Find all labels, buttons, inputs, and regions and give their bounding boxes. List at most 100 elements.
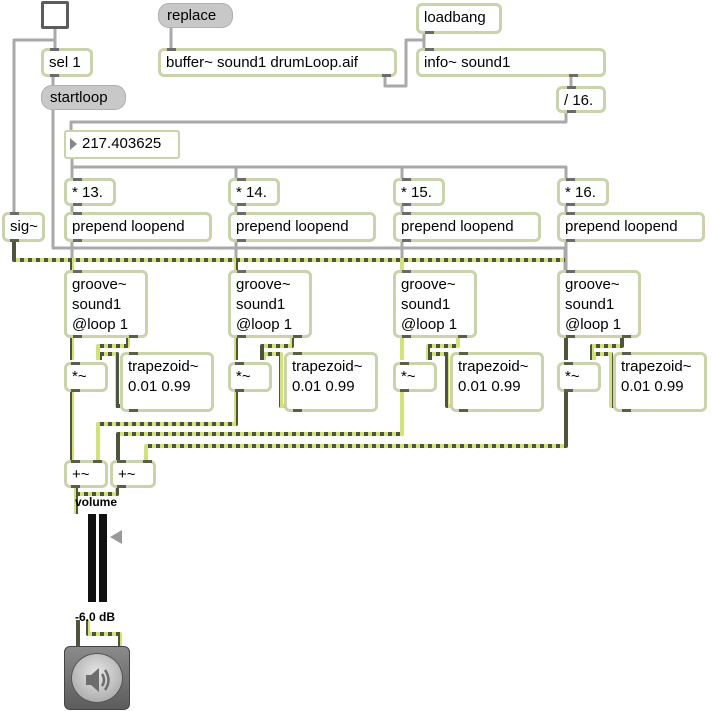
outlet[interactable] (293, 409, 302, 412)
buffer-object[interactable]: buffer~ sound1 drumLoop.aif (158, 48, 397, 77)
groove-object-4[interactable]: groove~ sound1 @loop 1 (557, 270, 641, 338)
outlet[interactable] (402, 203, 411, 206)
loop-length-number[interactable]: 217.403625 (64, 130, 180, 159)
divide-object[interactable]: / 16. (556, 86, 606, 113)
prepend-object-1[interactable]: prepend loopend (64, 212, 212, 242)
outlet[interactable] (71, 389, 80, 392)
inlet[interactable] (73, 178, 82, 181)
groove-object-3[interactable]: groove~ sound1 @loop 1 (393, 270, 477, 338)
inlet[interactable] (566, 212, 575, 215)
inlet[interactable] (235, 362, 244, 365)
outlet[interactable] (71, 485, 80, 488)
outlet[interactable] (622, 409, 631, 412)
prepend-object-2[interactable]: prepend loopend (228, 212, 376, 242)
plus-object-2[interactable]: +~ (110, 460, 156, 488)
inlet[interactable] (71, 460, 80, 463)
inlet[interactable] (10, 212, 19, 215)
inlet[interactable] (425, 48, 434, 51)
inlet[interactable] (402, 270, 411, 273)
multiply-13-object[interactable]: * 13. (64, 178, 116, 206)
outlet[interactable] (382, 74, 391, 77)
groove-object-2[interactable]: groove~ sound1 @loop 1 (228, 270, 312, 338)
plus-object-1[interactable]: +~ (64, 460, 108, 488)
inlet[interactable] (293, 352, 302, 355)
inlet[interactable] (566, 178, 575, 181)
inlet[interactable] (237, 178, 246, 181)
loop-toggle[interactable] (41, 1, 69, 29)
outlet[interactable] (129, 335, 138, 338)
inlet[interactable] (400, 362, 409, 365)
prepend-object-3[interactable]: prepend loopend (393, 212, 541, 242)
gain-slider-handle-icon[interactable] (110, 530, 122, 544)
multiply-14-object[interactable]: * 14. (228, 178, 280, 206)
outlet[interactable] (10, 239, 19, 242)
inlet[interactable] (622, 352, 631, 355)
outlet[interactable] (567, 110, 576, 113)
times-object-1[interactable]: *~ (64, 362, 108, 392)
inlet[interactable] (402, 212, 411, 215)
trapezoid-object-2[interactable]: trapezoid~ 0.01 0.99 (284, 352, 378, 412)
outlet[interactable] (400, 389, 409, 392)
times-object-2[interactable]: *~ (228, 362, 272, 392)
outlet[interactable] (622, 335, 631, 338)
outlet[interactable] (293, 335, 302, 338)
inlet[interactable] (459, 352, 468, 355)
dac-button[interactable] (64, 646, 130, 710)
multiply-16-object[interactable]: * 16. (557, 178, 609, 206)
inlet[interactable] (402, 178, 411, 181)
outlet[interactable] (425, 31, 434, 34)
inlet[interactable] (73, 270, 82, 273)
sig-object[interactable]: sig~ (2, 212, 45, 242)
info-object[interactable]: info~ sound1 (416, 48, 606, 77)
outlet[interactable] (402, 335, 411, 338)
inlet[interactable] (50, 48, 59, 51)
outlet[interactable] (73, 335, 82, 338)
outlet[interactable] (402, 239, 411, 242)
inlet[interactable] (237, 270, 246, 273)
info-object-text: info~ sound1 (424, 54, 511, 71)
inlet[interactable] (129, 352, 138, 355)
sel-object[interactable]: sel 1 (41, 48, 93, 77)
outlet[interactable] (569, 74, 578, 77)
outlet[interactable] (73, 239, 82, 242)
inlet[interactable] (71, 362, 80, 365)
outlet[interactable] (564, 389, 573, 392)
outlet[interactable] (458, 335, 467, 338)
multiply-15-object[interactable]: * 15. (393, 178, 445, 206)
inlet[interactable] (564, 362, 573, 365)
inlet[interactable] (73, 212, 82, 215)
outlet[interactable] (237, 203, 246, 206)
outlet[interactable] (235, 389, 244, 392)
outlet[interactable] (237, 335, 246, 338)
outlet[interactable] (566, 335, 575, 338)
inlet[interactable] (143, 460, 152, 463)
trapezoid-object-4[interactable]: trapezoid~ 0.01 0.99 (613, 352, 707, 412)
inlet[interactable] (237, 212, 246, 215)
groove-line-1: groove~ (236, 276, 291, 293)
outlet[interactable] (117, 485, 126, 488)
times-object-3[interactable]: *~ (393, 362, 437, 392)
loadbang-object[interactable]: loadbang (416, 3, 502, 34)
inlet[interactable] (167, 48, 176, 51)
outlet[interactable] (50, 74, 59, 77)
inlet[interactable] (566, 270, 575, 273)
startloop-message[interactable]: startloop (41, 85, 126, 110)
outlet[interactable] (566, 239, 575, 242)
times-object-4[interactable]: *~ (557, 362, 601, 392)
groove-object-1[interactable]: groove~ sound1 @loop 1 (64, 270, 148, 338)
inlet[interactable] (117, 460, 126, 463)
outlet[interactable] (73, 203, 82, 206)
trapezoid-object-1[interactable]: trapezoid~ 0.01 0.99 (120, 352, 214, 412)
outlet[interactable] (237, 239, 246, 242)
outlet[interactable] (566, 203, 575, 206)
outlet[interactable] (129, 409, 138, 412)
replace-message[interactable]: replace (158, 3, 233, 28)
inlet[interactable] (567, 86, 576, 89)
gain-meter-right[interactable] (99, 514, 107, 602)
outlet[interactable] (459, 409, 468, 412)
trapezoid-object-3[interactable]: trapezoid~ 0.01 0.99 (450, 352, 544, 412)
inlet[interactable] (93, 460, 102, 463)
prepend-object-4[interactable]: prepend loopend (557, 212, 705, 242)
gain-meter-left[interactable] (88, 514, 96, 602)
